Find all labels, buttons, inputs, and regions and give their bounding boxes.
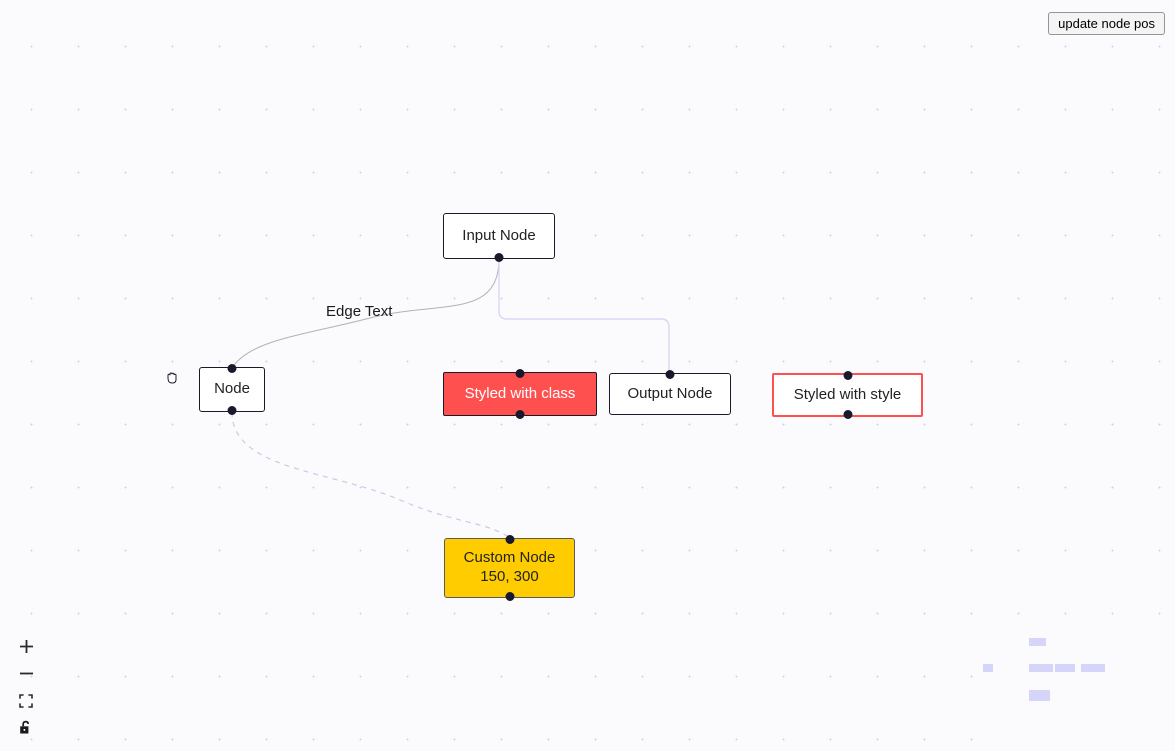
edge-node-2-to-custom[interactable] <box>231 411 510 538</box>
minus-icon <box>19 672 33 675</box>
handle-bottom[interactable] <box>843 410 852 419</box>
plus-icon <box>19 640 33 653</box>
handle-top[interactable] <box>665 370 675 379</box>
minimap-node-node-2 <box>983 664 993 672</box>
fit-view-icon <box>19 693 33 708</box>
node-label: Output Node <box>627 384 713 402</box>
minimap[interactable] <box>980 620 1175 751</box>
handle-top[interactable] <box>505 535 514 544</box>
flow-controls <box>13 633 39 741</box>
fit-view-button[interactable] <box>13 687 39 714</box>
toggle-interactivity-button[interactable] <box>13 714 39 741</box>
zoom-out-button[interactable] <box>13 660 39 687</box>
zoom-in-button[interactable] <box>13 633 39 660</box>
grab-cursor <box>164 369 182 387</box>
edge-label: Edge Text <box>326 303 393 320</box>
handle-bottom[interactable] <box>515 410 525 419</box>
handle-bottom[interactable] <box>227 406 237 415</box>
minimap-node-styled-style <box>1081 664 1105 672</box>
node-styled-style[interactable]: Styled with style <box>772 371 923 419</box>
handle-bottom[interactable] <box>494 253 504 262</box>
node-node-2[interactable]: Node <box>199 364 265 415</box>
minimap-node-input <box>1029 638 1046 646</box>
handle-bottom[interactable] <box>505 592 514 601</box>
node-styled-class[interactable]: Styled with class <box>443 369 597 419</box>
handle-top[interactable] <box>227 364 237 373</box>
update-node-pos-button[interactable]: update node pos <box>1048 12 1165 35</box>
handle-top[interactable] <box>843 371 852 380</box>
node-label: Custom Node <box>463 549 556 567</box>
node-label: Styled with class <box>464 384 576 402</box>
node-label: Input Node <box>462 226 536 244</box>
edge-input-to-output[interactable] <box>498 258 670 372</box>
node-label: Styled with style <box>793 385 902 403</box>
handle-top[interactable] <box>515 369 525 378</box>
minimap-node-custom <box>1029 690 1050 701</box>
unlock-icon <box>20 720 30 734</box>
node-input[interactable]: Input Node <box>443 213 555 262</box>
minimap-node-output <box>1055 664 1075 672</box>
node-sublabel: 150, 300 <box>480 568 539 585</box>
node-label: Node <box>214 380 250 398</box>
minimap-node-styled-class <box>1029 664 1053 672</box>
node-output[interactable]: Output Node <box>609 370 731 415</box>
